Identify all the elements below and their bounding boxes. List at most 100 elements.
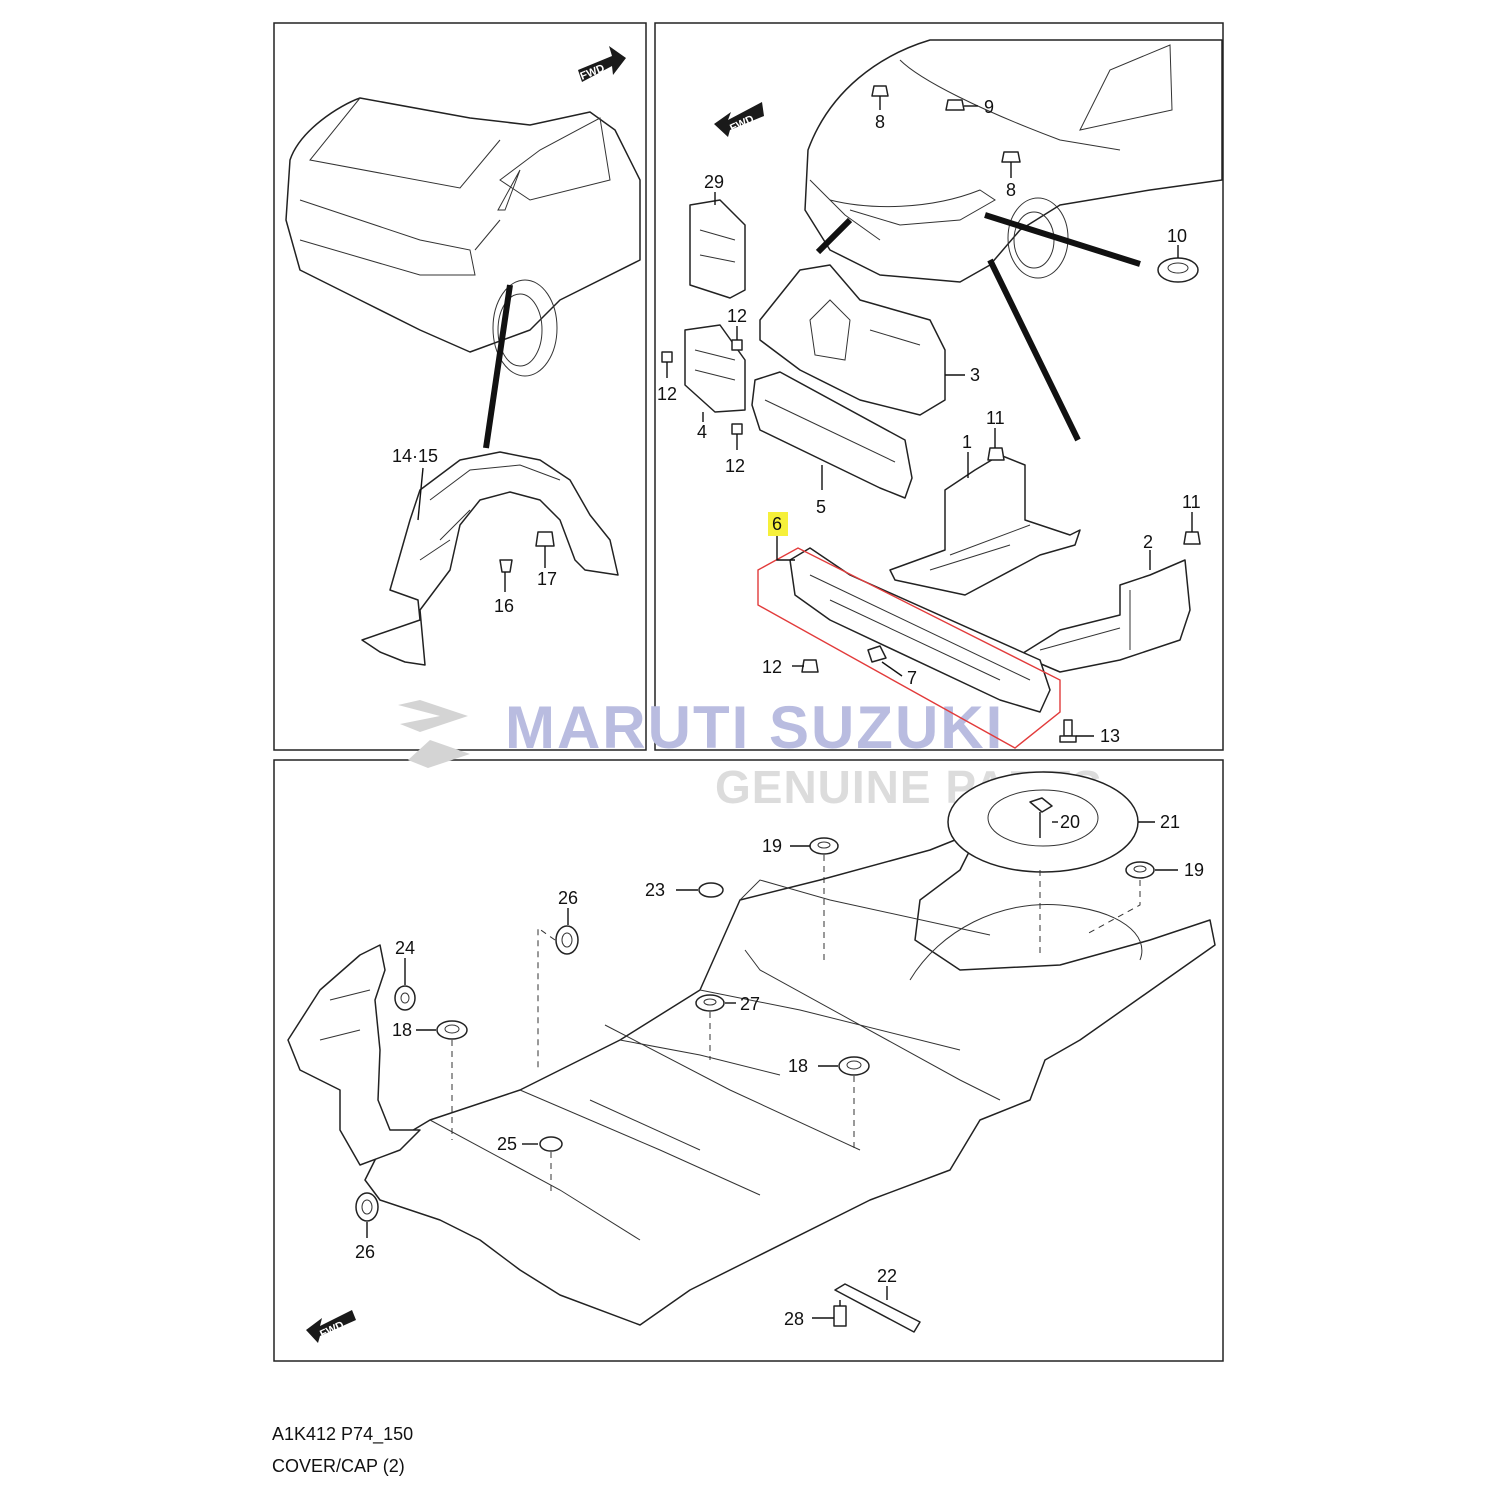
cap-19-a (809, 837, 839, 855)
callout-10: 10 (1167, 226, 1187, 246)
callout-26b: 26 (355, 1242, 375, 1262)
callout-12c: 12 (725, 456, 745, 476)
callout-22: 22 (877, 1266, 897, 1286)
clip-11-b (1183, 531, 1201, 545)
callout-11b: 11 (1182, 492, 1201, 512)
callout-8a: 8 (875, 112, 885, 132)
cap-18-b (838, 1056, 870, 1076)
fwd-label: FWD (318, 1319, 346, 1340)
panel-right-frame (654, 22, 1224, 751)
hook-20 (1029, 797, 1058, 838)
clip-12-c (731, 423, 743, 435)
watermark-brand: MARUTI SUZUKI (505, 694, 1004, 761)
clip-12-a (731, 339, 743, 351)
callout-9: 9 (984, 97, 994, 117)
callout-21: 21 (1160, 812, 1180, 832)
pointer-line (984, 212, 1141, 267)
grommet-24 (394, 985, 416, 1011)
side-sill-panel (287, 944, 421, 1166)
callout-29: 29 (704, 172, 724, 192)
cap-23 (698, 882, 724, 898)
callout-26a: 26 (558, 888, 578, 908)
spare-cover-21 (947, 771, 1155, 873)
callout-2: 2 (1143, 532, 1153, 552)
leader-line (776, 535, 795, 561)
callout-20: 20 (1060, 812, 1080, 832)
callout-1: 1 (962, 432, 972, 452)
callout-8b: 8 (1006, 180, 1016, 200)
diagram-title: COVER/CAP (2) (272, 1456, 405, 1476)
bracket-29 (689, 199, 746, 299)
callout-16: 16 (494, 596, 514, 616)
fender-liner-part (361, 451, 619, 666)
cap-10 (1157, 257, 1199, 283)
callout-19b: 19 (1184, 860, 1204, 880)
callout-3: 3 (970, 365, 980, 385)
clip-12-b (661, 351, 673, 363)
nut-7 (867, 645, 887, 663)
callout-6: 6 (772, 514, 782, 534)
callout-11a: 11 (986, 408, 1005, 428)
bolt-28 (833, 1300, 847, 1327)
front-bumper-cover-6 (789, 547, 1051, 713)
suzuki-logo-icon (398, 700, 470, 768)
duct-4 (684, 324, 746, 413)
grommet-26-a (555, 925, 579, 955)
under-cover-1 (889, 454, 1081, 596)
strip-22 (834, 1283, 921, 1333)
callout-25: 25 (497, 1134, 517, 1154)
callout-17: 17 (537, 569, 557, 589)
clip-8-bottom (1001, 151, 1021, 163)
cap-25 (539, 1136, 563, 1152)
highlight-box (757, 547, 1061, 749)
fwd-label: FWD (728, 113, 756, 134)
cap-19-b (1125, 861, 1155, 879)
pointer-line (987, 258, 1081, 442)
callout-18b: 18 (788, 1056, 808, 1076)
panel-bottom-frame (273, 759, 1224, 1362)
callout-4: 4 (697, 422, 707, 442)
diagram-code: A1K412 P74_150 (272, 1424, 414, 1444)
clip-16 (499, 559, 513, 573)
callout-12d: 12 (762, 657, 782, 677)
callout-27: 27 (740, 994, 760, 1014)
floor-pan (364, 829, 1216, 1326)
leader-line (881, 661, 903, 677)
lower-cover-5 (751, 371, 913, 499)
panel-left-frame (273, 22, 647, 751)
clip-8-top (871, 85, 889, 97)
clip-17 (535, 531, 555, 568)
fwd-label: FWD (579, 62, 607, 83)
leader-line (417, 467, 424, 521)
car-outline-front (285, 97, 641, 377)
bottom-panel: FWD 21 20 (287, 771, 1216, 1343)
bolt-13 (1059, 719, 1077, 743)
fwd-arrow-icon: FWD (578, 46, 626, 83)
pointer-line (815, 217, 853, 255)
right-panel: FWD 8 9 8 10 (657, 39, 1223, 749)
callout-18a: 18 (392, 1020, 412, 1040)
fwd-arrow-icon: FWD (306, 1310, 356, 1343)
cap-27 (695, 994, 725, 1012)
callout-7: 7 (907, 668, 917, 688)
under-cover-2 (1019, 559, 1191, 673)
pointer-line (483, 284, 513, 449)
callout-23: 23 (645, 880, 665, 900)
grommet-26-b (355, 1192, 379, 1222)
callout-24: 24 (395, 938, 415, 958)
left-panel: FWD 14·15 16 17 (285, 46, 641, 666)
callout-28: 28 (784, 1309, 804, 1329)
highlight-label-bg (768, 512, 788, 536)
clip-11-a (987, 447, 1005, 461)
callout-19a: 19 (762, 836, 782, 856)
callout-14-15: 14·15 (392, 446, 438, 466)
callout-12b: 12 (657, 384, 677, 404)
callout-5: 5 (816, 497, 826, 517)
dashed-leader (537, 927, 556, 1068)
dashed-leader (1084, 880, 1141, 936)
clip-12-d (801, 659, 819, 673)
callout-12a: 12 (727, 306, 747, 326)
cap-18-a (436, 1020, 468, 1040)
fwd-arrow-icon: FWD (714, 102, 764, 137)
